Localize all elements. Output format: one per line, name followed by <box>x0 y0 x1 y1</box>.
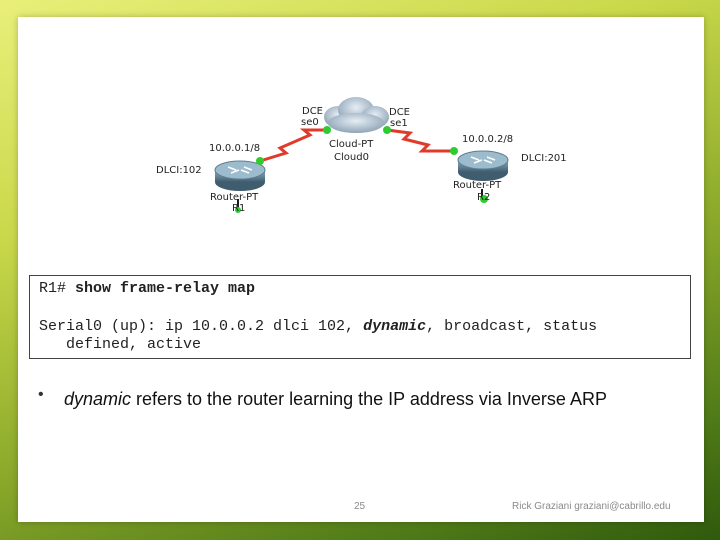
port-dot <box>480 195 488 203</box>
slide: DCE se0 DCE se1 Cloud-PT Cloud0 10.0.0.1… <box>18 17 704 522</box>
footer-author: Rick Graziani graziani@cabrillo.edu <box>512 501 671 512</box>
command-line: R1# show frame-relay map <box>39 280 255 297</box>
serial-link-right <box>386 128 454 153</box>
port-dot <box>383 126 391 134</box>
r2-name-label: R2 <box>477 192 491 203</box>
page-number: 25 <box>354 501 366 512</box>
network-diagram <box>214 97 509 213</box>
output-text: , broadcast, status <box>426 318 598 335</box>
port-dot <box>235 207 241 213</box>
command-output-box: R1# show frame-relay map Serial0 (up): i… <box>29 275 691 359</box>
dce-right-label: DCE <box>389 107 411 118</box>
r2-type-label: Router-PT <box>453 180 502 191</box>
output-line-1: Serial0 (up): ip 10.0.0.2 dlci 102, dyna… <box>39 318 597 335</box>
port-se1-label: se1 <box>390 118 408 129</box>
cloud-name-label: Cloud0 <box>334 152 369 163</box>
r2-ip-label: 10.0.0.2/8 <box>462 134 514 145</box>
output-line-2: defined, active <box>39 336 202 353</box>
cli-command: show frame-relay map <box>75 280 256 297</box>
router-icon-left <box>214 160 266 211</box>
r1-dlci-label: DLCI:102 <box>156 165 202 176</box>
serial-link-left <box>259 128 327 163</box>
port-dot <box>323 126 331 134</box>
r1-type-label: Router-PT <box>210 192 259 203</box>
port-dot <box>256 157 264 165</box>
r1-ip-label: 10.0.0.1/8 <box>209 143 261 154</box>
dce-left-label: DCE <box>302 106 324 117</box>
output-dynamic-keyword: dynamic <box>363 318 427 335</box>
r1-name-label: R1 <box>232 203 246 214</box>
cli-prompt: R1# <box>39 280 76 297</box>
output-text: Serial0 (up): ip 10.0.0.2 dlci 102, <box>39 318 364 335</box>
bullet-keyword: dynamic <box>64 389 132 409</box>
router-icon-right <box>457 150 509 201</box>
port-se0-label: se0 <box>301 117 319 128</box>
bullet-icon: • <box>38 386 44 403</box>
cloud-icon <box>324 97 389 133</box>
r2-dlci-label: DLCI:201 <box>521 153 567 164</box>
cloud-type-label: Cloud-PT <box>329 139 374 150</box>
bullet-text: refers to the router learning the IP add… <box>131 389 607 409</box>
port-dot <box>450 147 458 155</box>
